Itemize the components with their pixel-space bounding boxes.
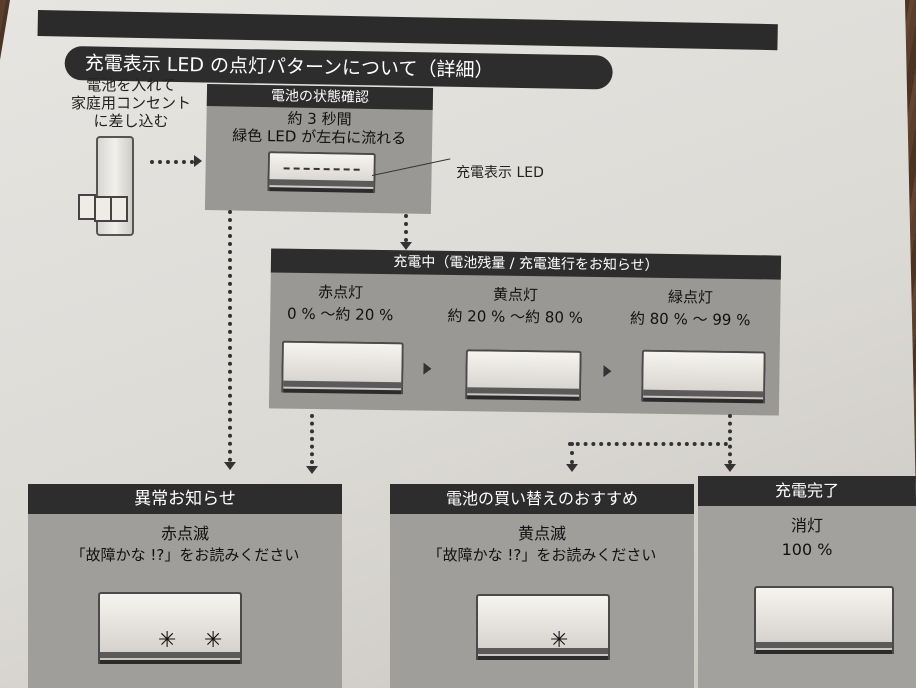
stage-name: 黄点灯 (492, 285, 539, 305)
stage-range: 約 80 % ～ 99 % (629, 309, 751, 330)
outcome-header: 電池の買い替えのおすすめ (390, 484, 694, 514)
outcome-note: 「故障かな !?」をお読みください (427, 546, 657, 564)
flow-arrow-icon (283, 167, 360, 171)
stage-name: 緑点灯 (667, 287, 714, 307)
stage-yellow: 黄点灯 約 20 % ～約 80 % (435, 283, 596, 329)
outcome-replace: 電池の買い替えのおすすめ 黄点滅 「故障かな !?」をお読みください ✳ (390, 484, 694, 688)
stage-range: 0 % ～約 20 % (286, 304, 394, 325)
dotted-connector (310, 414, 314, 464)
led-callout-label: 充電表示 LED (456, 165, 544, 181)
arrow-right-icon (194, 155, 202, 167)
led-stripe (269, 187, 374, 193)
led-panel-icon (476, 594, 610, 660)
led-panel-icon (641, 349, 766, 404)
led-stripe (756, 650, 892, 654)
dotted-connector (728, 414, 732, 464)
arrow-down-icon (724, 464, 736, 472)
outcome-status: 消灯 (790, 516, 823, 535)
battery-charger-icon (78, 136, 134, 236)
led-panel-icon (281, 340, 404, 395)
led-panel-icon (754, 586, 894, 654)
stage-green: 緑点灯 約 80 % ～ 99 % (615, 285, 766, 331)
arrow-down-icon (566, 464, 578, 472)
blink-sparkle-icon: ✳ (550, 628, 569, 653)
blink-sparkle-icon: ✳ (158, 628, 177, 653)
dotted-connector (570, 442, 574, 464)
arrow-down-icon (224, 462, 236, 470)
start-line-3: に差し込む (93, 112, 169, 130)
led-panel-icon (98, 592, 242, 664)
state-check-header: 電池の状態確認 (206, 84, 434, 110)
arrow-right-icon (603, 365, 612, 378)
blink-sparkle-icon: ✳ (204, 628, 223, 653)
led-stripe (100, 660, 240, 664)
led-stripe (478, 656, 608, 660)
arrow-right-icon (423, 362, 432, 375)
outcome-abnormal: 異常お知らせ 赤点滅 「故障かな !?」をお読みください ✳ ✳ (28, 484, 342, 688)
charging-box: 充電中（電池残量 / 充電進行をお知らせ） 赤点灯 0 % ～約 20 % 黄点… (268, 248, 782, 416)
state-check-box: 電池の状態確認 約 3 秒間 緑色 LED が左右に流れる (204, 84, 434, 214)
start-line-2: 家庭用コンセント (70, 94, 191, 112)
outcome-header: 異常お知らせ (28, 484, 342, 514)
outcome-note: 「故障かな !?」をお読みください (70, 546, 300, 564)
outcome-status: 黄点滅 (517, 524, 566, 543)
outcome-complete: 充電完了 消灯 100 % (698, 476, 916, 688)
arrow-down-icon (400, 242, 412, 250)
led-stripe (283, 388, 402, 395)
outcome-header: 充電完了 (698, 476, 916, 506)
start-line-1: 電池を入れて (86, 76, 176, 94)
dotted-connector (228, 210, 232, 462)
state-check-line-2: 緑色 LED が左右に流れる (232, 126, 407, 148)
led-panel-icon (465, 349, 582, 401)
dotted-connector (150, 160, 194, 164)
led-stripe (467, 395, 580, 401)
led-stripe (643, 397, 764, 404)
stage-range: 約 20 % ～約 80 % (447, 306, 584, 327)
start-instruction: 電池を入れて 家庭用コンセント に差し込む (56, 76, 206, 130)
stage-red: 赤点灯 0 % ～約 20 % (280, 281, 401, 327)
state-check-text: 約 3 秒間 緑色 LED が左右に流れる (206, 108, 433, 148)
stage-name: 赤点灯 (317, 283, 364, 302)
battery-cell-icon (110, 196, 128, 222)
led-panel-icon (267, 151, 376, 193)
outcome-note: 100 % (781, 540, 833, 559)
dotted-connector (404, 214, 408, 242)
dotted-connector (568, 442, 728, 446)
charging-header: 充電中（電池残量 / 充電進行をお知らせ） (270, 248, 782, 280)
arrow-down-icon (306, 466, 318, 474)
outcome-status: 赤点滅 (160, 524, 209, 543)
top-header-bar (37, 10, 778, 51)
